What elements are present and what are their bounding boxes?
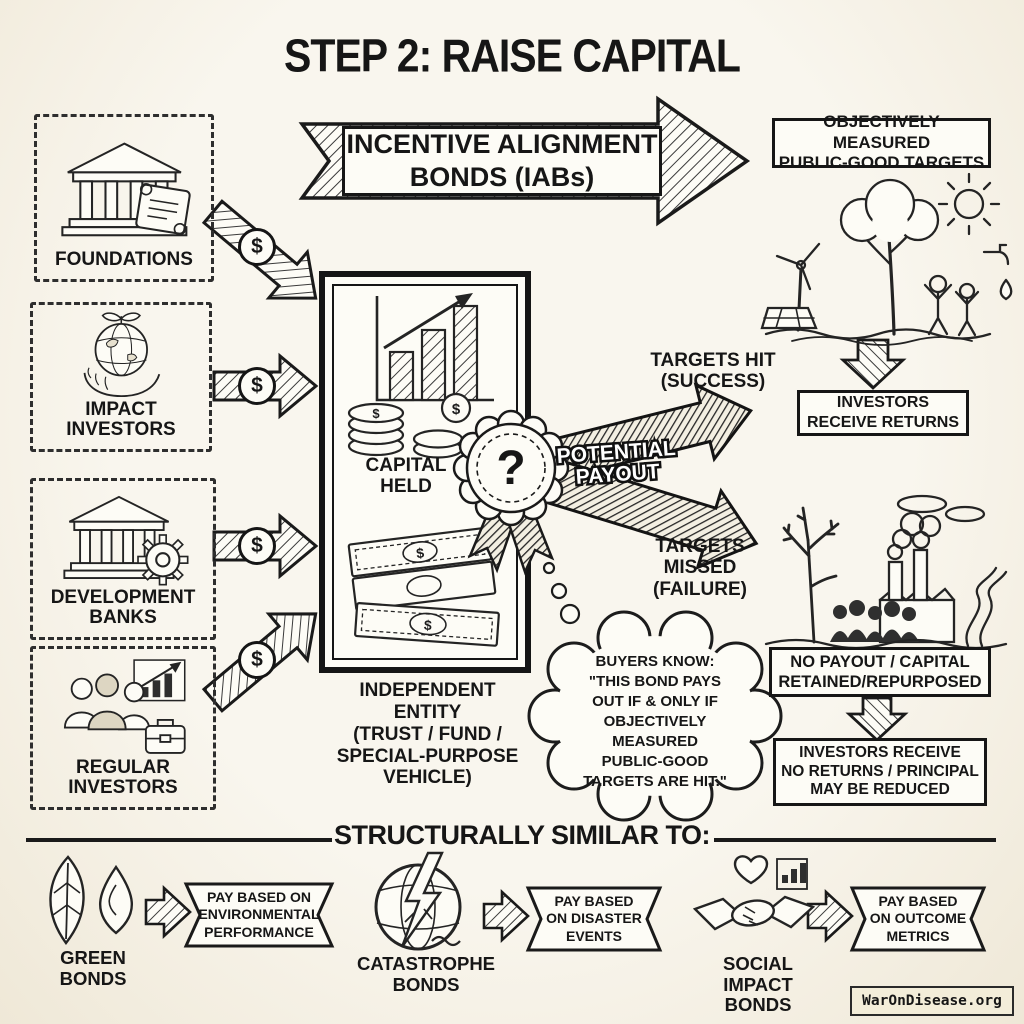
success-illustration [760,172,1013,346]
smog-cloud-icon [896,494,986,523]
thought-trail [542,561,581,625]
dollar-coin: $ [238,527,276,565]
iab-banner-label: INCENTIVE ALIGNMENT BONDS (IABs) [342,126,662,196]
question-mark: ? [496,441,526,495]
dollar-sign: $ [251,374,263,397]
catastrophe-bonds-label: CATASTROPHE BONDS [356,953,496,995]
handshake-heart-icon [693,855,815,931]
similar-ribbons [183,882,987,952]
regular-investors-box: REGULAR INVESTORS [30,646,216,810]
tree-icon [839,178,940,336]
dollar-coin: $ [238,228,276,266]
question-seal [452,409,570,527]
page-title: STEP 2: RAISE CAPITAL [284,30,741,82]
impact-investors-label: IMPACT INVESTORS [66,398,176,441]
dollar-coin: $ [238,367,276,405]
watermark: WarOnDisease.org [850,986,1014,1016]
social-impact-bonds-payout: PAY BASED ON OUTCOME METRICS [869,892,967,944]
development-banks-box: DEVELOPMENT BANKS [30,478,216,640]
factory-icon [878,511,956,644]
bar-chart-icon [375,293,494,402]
similar-section-heading: STRUCTURALLY SIMILAR TO: [333,820,711,850]
social-arrow [806,889,854,943]
failure-arrow [533,455,759,571]
section-divider [26,838,996,842]
social-impact-bonds-label: SOCIAL IMPACT BONDS [723,953,793,1016]
leaf-drop-icon [49,855,133,945]
capital-held-label: CAPITAL HELD [365,455,447,497]
potential-payout-label: POTENTIAL PAYOUT [554,434,679,491]
water-tap-icon [982,243,1013,301]
no-payout-box: NO PAYOUT / CAPITAL RETAINED/REPURPOSED [769,647,991,697]
regular-investors-label: REGULAR INVESTORS [68,756,178,799]
dollar-sign: $ [415,545,425,562]
happy-people-icon [923,274,980,337]
public-good-targets-box: OBJECTIVELY MEASURED PUBLIC-GOOD TARGETS [772,112,991,172]
globe-lightning-icon [374,851,462,951]
targets-hit-label: TARGETS HIT (SUCCESS) [650,350,776,393]
investors-receive-returns-box: INVESTORS RECEIVE RETURNS [797,390,969,436]
dollar-sign: $ [251,235,263,258]
sun-icon [937,172,1001,236]
banknotes-icon [347,526,500,647]
dollar-sign: $ [372,406,380,421]
social-ribbon [849,886,987,952]
failure-down-arrow [845,696,909,742]
dollar-sign: $ [251,648,263,671]
success-down-arrow [839,338,907,390]
green-arrow [144,885,192,939]
green-ribbon [183,882,335,948]
failure-illustration [764,494,1008,650]
dead-tree-icon [782,506,840,644]
catastrophe-arrow [482,889,530,943]
bank-scroll-icon [60,142,191,237]
dollar-sign: $ [251,534,263,557]
dollar-sign: $ [452,401,461,418]
green-bonds-payout: PAY BASED ON ENVIRONMENTAL PERFORMANCE [198,888,320,940]
people-chart-icon [63,659,186,754]
catastrophe-ribbon [525,886,663,952]
gear-icon [137,534,189,586]
buyers-know-bubble: BUYERS KNOW: "THIS BOND PAYS OUT IF & ON… [583,653,727,790]
bank-gear-icon [63,495,189,586]
foundations-box: FOUNDATIONS [34,114,214,282]
dollar-sign: $ [423,617,432,634]
independent-entity-label: INDEPENDENT ENTITY (TRUST / FUND / SPECI… [336,680,519,789]
foundations-label: FOUNDATIONS [55,249,193,271]
impact-investors-box: IMPACT INVESTORS [30,302,212,452]
river-icon [965,566,1008,648]
green-bonds-label: GREEN BONDS [59,947,127,989]
thought-cloud [527,610,783,822]
targets-missed-label: TARGETS MISSED (FAILURE) [653,536,747,600]
dollar-coin: $ [238,641,276,679]
solar-panel-icon [760,306,818,330]
development-banks-label: DEVELOPMENT BANKS [50,586,196,629]
catastrophe-bonds-payout: PAY BASED ON DISASTER EVENTS [546,892,642,944]
no-returns-box: INVESTORS RECEIVE NO RETURNS / PRINCIPAL… [773,738,987,806]
globe-hand-icon [83,312,160,398]
